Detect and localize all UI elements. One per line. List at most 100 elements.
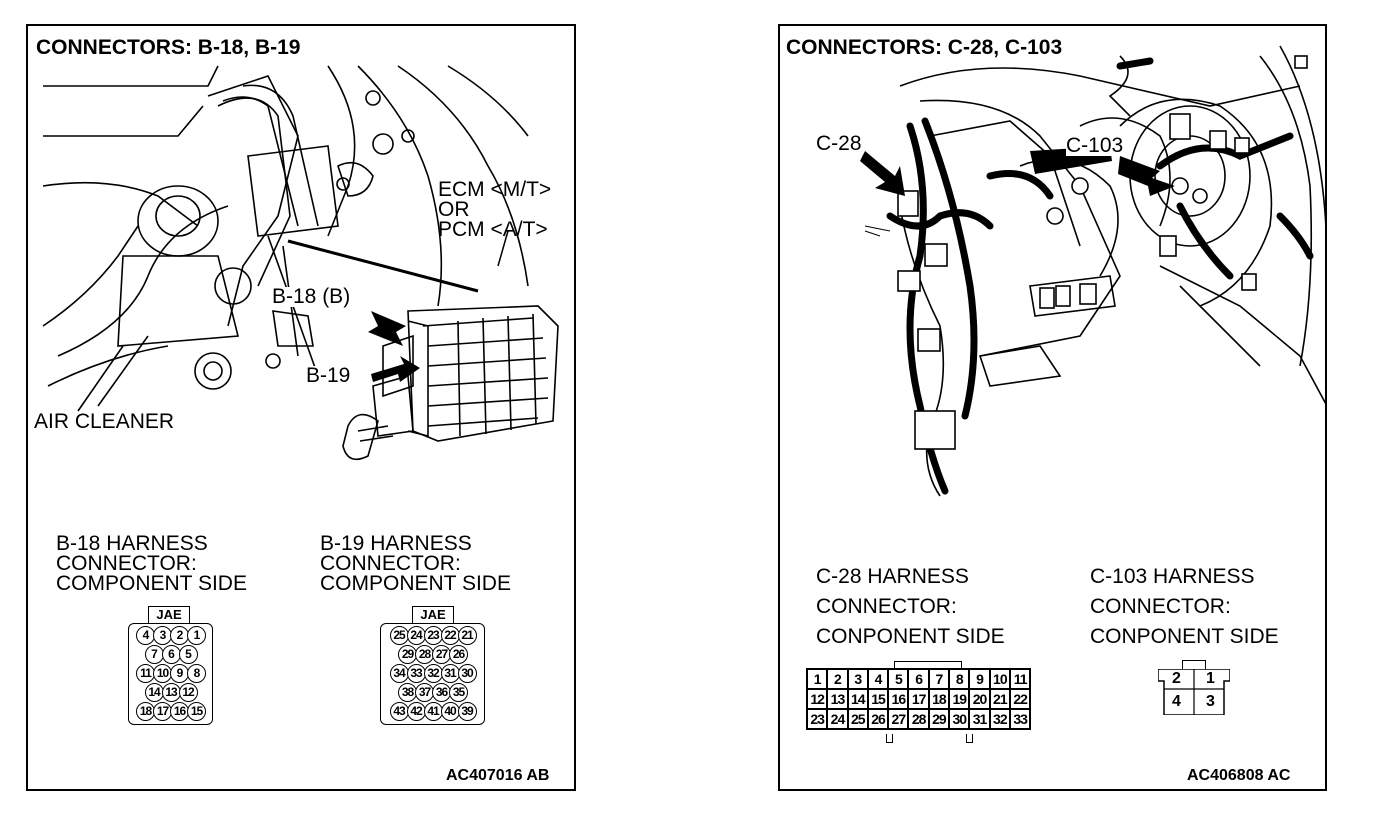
pin: 29 bbox=[928, 709, 950, 729]
pin: 22 bbox=[1009, 689, 1031, 709]
pin: 7 bbox=[144, 645, 164, 664]
jae-brand-tag: JAE bbox=[412, 606, 454, 624]
pin: 24 bbox=[827, 709, 848, 729]
pin: 23 bbox=[423, 626, 443, 645]
pin: 13 bbox=[827, 689, 848, 709]
pin: 32 bbox=[423, 664, 443, 683]
pin: 31 bbox=[440, 664, 460, 683]
pin: 35 bbox=[449, 683, 468, 702]
pin: 25 bbox=[389, 626, 409, 645]
right-diagram-panel: CONNECTORS: C-28, C-103 C-28 C-103 C-28 … bbox=[778, 24, 1327, 791]
pin: 5 bbox=[178, 645, 198, 664]
pin: 17 bbox=[908, 689, 929, 709]
pin: 39 bbox=[457, 702, 477, 721]
c28-key-right bbox=[966, 734, 973, 743]
pin: 6 bbox=[161, 645, 181, 664]
pin: 21 bbox=[989, 689, 1010, 709]
pin: 10 bbox=[989, 669, 1010, 689]
pin: 41 bbox=[423, 702, 443, 721]
pin: 33 bbox=[1009, 709, 1031, 729]
c103-latch bbox=[1182, 660, 1206, 671]
pin: 33 bbox=[406, 664, 426, 683]
b19-callout: B-19 bbox=[306, 364, 351, 387]
pin: 40 bbox=[440, 702, 460, 721]
pin: 2 bbox=[827, 669, 848, 689]
pin: 30 bbox=[457, 664, 477, 683]
pin: 21 bbox=[457, 626, 477, 645]
air-cleaner-label: AIR CLEANER bbox=[34, 410, 175, 433]
pin: 10 bbox=[153, 664, 172, 683]
pin: 14 bbox=[144, 683, 164, 702]
pin: 5 bbox=[888, 669, 909, 689]
pin: 25 bbox=[847, 709, 868, 729]
c28-key-left bbox=[886, 734, 893, 743]
pin: 11 bbox=[1009, 669, 1031, 689]
pin: 15 bbox=[187, 702, 206, 721]
pin: 43 bbox=[389, 702, 409, 721]
pin: 3 bbox=[847, 669, 868, 689]
pin: 22 bbox=[440, 626, 460, 645]
pin: 32 bbox=[989, 709, 1010, 729]
pin: 4 bbox=[867, 669, 889, 689]
pin: 34 bbox=[389, 664, 409, 683]
left-diagram-panel: CONNECTORS: B-18, B-19 ECM <M/T> OR PCM … bbox=[26, 24, 576, 791]
c28-callout: C-28 bbox=[816, 132, 862, 155]
pin: 9 bbox=[969, 669, 990, 689]
pin: 37 bbox=[415, 683, 434, 702]
pin: 20 bbox=[969, 689, 990, 709]
pin: 8 bbox=[949, 669, 970, 689]
figure-code: AC407016 AB bbox=[446, 767, 550, 784]
pin: 26 bbox=[867, 709, 889, 729]
pin: 23 bbox=[807, 709, 828, 729]
c103-pin-layout: 2 1 4 3 bbox=[1158, 669, 1230, 715]
pin: 18 bbox=[928, 689, 950, 709]
pin: 7 bbox=[928, 669, 950, 689]
pin: 1 bbox=[807, 669, 828, 689]
pin: 27 bbox=[888, 709, 909, 729]
pin: 8 bbox=[187, 664, 206, 683]
pin: 1 bbox=[187, 626, 206, 645]
left-panel-title: CONNECTORS: B-18, B-19 bbox=[36, 36, 301, 59]
dashboard-illustration bbox=[860, 45, 1325, 497]
engine-bay-illustration bbox=[42, 65, 559, 461]
ecm-label: ECM <M/T> bbox=[438, 178, 552, 201]
or-label: OR bbox=[438, 198, 470, 221]
pin: 31 bbox=[969, 709, 990, 729]
c103-outline bbox=[1158, 669, 1230, 715]
pin: 2 bbox=[170, 626, 189, 645]
pcm-label: PCM <A/T> bbox=[438, 218, 548, 241]
pin: 12 bbox=[807, 689, 828, 709]
pin: 30 bbox=[949, 709, 970, 729]
pin: 16 bbox=[170, 702, 189, 721]
pin: 13 bbox=[161, 683, 181, 702]
pin: 12 bbox=[178, 683, 198, 702]
pin: 28 bbox=[908, 709, 929, 729]
pin: 14 bbox=[847, 689, 868, 709]
c103-pin-1: 1 bbox=[1206, 670, 1215, 687]
pin: 19 bbox=[949, 689, 970, 709]
right-panel-title: CONNECTORS: C-28, C-103 bbox=[786, 36, 1063, 59]
pin: 42 bbox=[406, 702, 426, 721]
c103-pin-2: 2 bbox=[1172, 670, 1181, 687]
pin: 6 bbox=[908, 669, 929, 689]
c103-pin-4: 4 bbox=[1172, 693, 1181, 710]
c28-latch bbox=[894, 661, 962, 670]
b18-callout: B-18 (B) bbox=[272, 285, 351, 308]
